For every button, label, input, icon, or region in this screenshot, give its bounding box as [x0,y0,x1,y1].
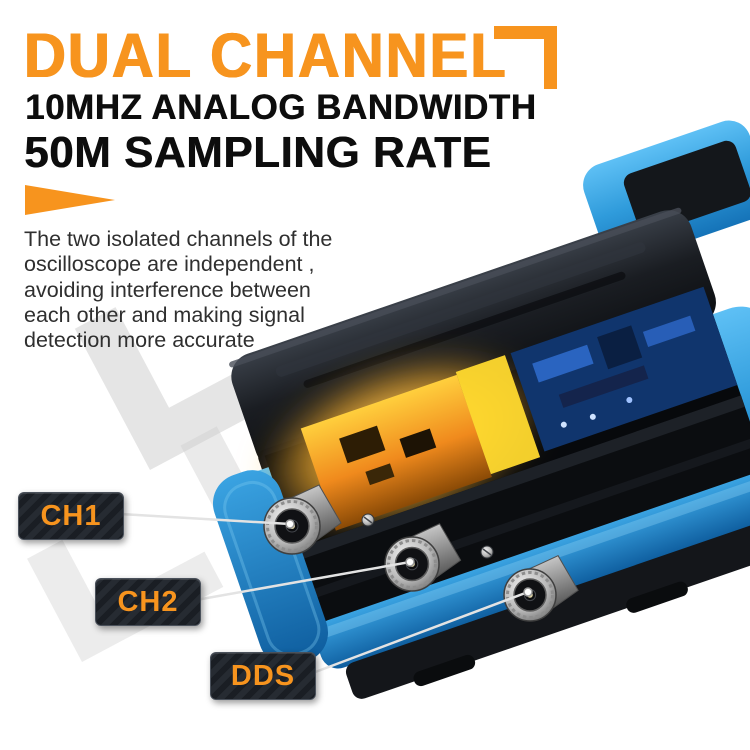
device-body [212,120,750,699]
headline-sampling-rate: 50M SAMPLING RATE [24,128,492,177]
front-screws [361,513,494,559]
bnc-connector-ch2 [384,523,462,592]
device-base [345,511,750,699]
callout-label-ch1: CH1 [40,499,102,532]
callout-lines [119,512,529,676]
corner-bracket-decoration [494,26,557,89]
callout-label-dds: DDS [230,659,296,692]
headline-bandwidth: 10MHZ ANALOG BANDWIDTH [25,88,537,127]
left-bumper [212,470,329,666]
callout-label-ch2: CH2 [117,585,179,618]
lid-inset [623,140,750,235]
chevron-large [74,307,318,470]
callout-badge-ch2: CH2 [95,578,201,626]
circuit-board-orange [300,374,492,531]
circuit-bright-band [455,355,541,475]
callout-dots [285,519,533,597]
callout-badge-dds: DDS [210,652,316,700]
headline-dual-channel: DUAL CHANNEL [24,21,508,92]
description-text: The two isolated channels of the oscillo… [24,227,333,353]
right-arrow-icon [25,185,115,215]
callout-badge-ch1: CH1 [18,492,124,540]
